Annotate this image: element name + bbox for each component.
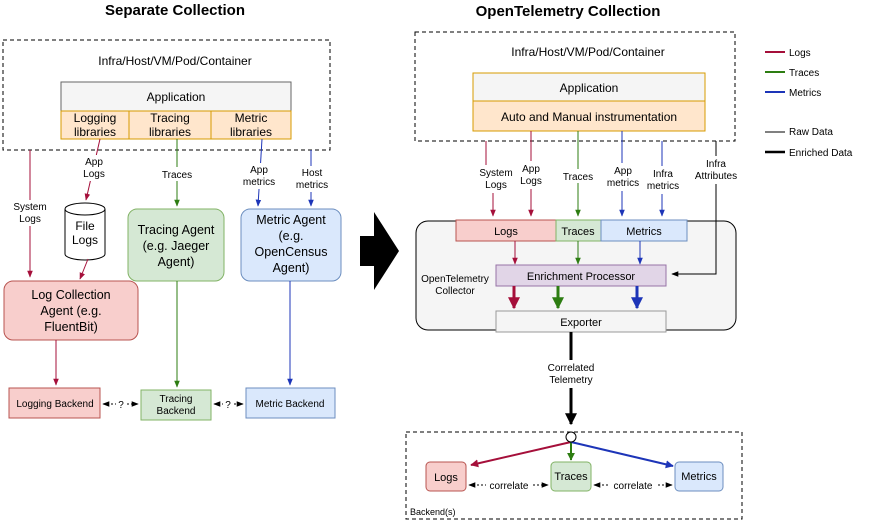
backend-metrics-label: Metrics bbox=[681, 471, 717, 483]
backend-traces-label: Traces bbox=[554, 471, 588, 483]
tracing-libraries-box bbox=[128, 110, 212, 140]
log-collection-agent bbox=[3, 280, 139, 341]
legend-logs-label: Logs bbox=[789, 48, 811, 59]
logging-backend bbox=[8, 387, 101, 419]
backend-traces bbox=[550, 461, 592, 492]
logging-libraries-box bbox=[60, 110, 130, 140]
left-title: Separate Collection bbox=[105, 2, 245, 19]
left-host-label: Infra/Host/VM/Pod/Container bbox=[98, 54, 251, 68]
fanout-node bbox=[565, 431, 577, 443]
traces-metrics-correlate-label: correlate bbox=[614, 481, 653, 492]
legend-metrics-label: Metrics bbox=[789, 88, 821, 99]
left-host-box bbox=[2, 39, 331, 151]
legend: Logs Traces Metrics Raw Data Enriched Da… bbox=[765, 48, 853, 159]
right-application-label: Application bbox=[560, 81, 619, 95]
backend-logs bbox=[425, 461, 467, 492]
to-metrics-backend-arrow bbox=[570, 441, 674, 469]
backends-label: Backend(s) bbox=[410, 507, 456, 517]
legend-enriched-label: Enriched Data bbox=[789, 148, 853, 159]
exporter-box bbox=[495, 310, 667, 333]
infra-attributes-arrow bbox=[671, 141, 717, 277]
logging-backend-label: Logging Backend bbox=[16, 399, 93, 410]
tracing-agent bbox=[127, 208, 225, 282]
backend-metrics bbox=[674, 461, 724, 492]
to-logs-backend-arrow bbox=[470, 441, 572, 468]
logs-traces-correlate-label: correlate bbox=[490, 481, 529, 492]
metric-backend bbox=[245, 387, 336, 419]
transition-arrow-icon bbox=[360, 212, 399, 290]
tracing-backend bbox=[140, 389, 212, 421]
traces-label: Traces bbox=[162, 170, 192, 181]
instrumentation-label: Auto and Manual instrumentation bbox=[501, 110, 677, 124]
enrichment-processor-label: Enrichment Processor bbox=[527, 271, 636, 283]
backend-logs-label: Logs bbox=[434, 472, 458, 484]
file-logs-arrow bbox=[79, 258, 89, 280]
left-application-label: Application bbox=[147, 90, 206, 104]
metric-backend-label: Metric Backend bbox=[256, 399, 325, 410]
file-logs-store bbox=[64, 202, 106, 261]
instrumentation-box bbox=[472, 100, 706, 132]
metric-libraries-box bbox=[210, 110, 292, 140]
right-traces-label: Traces bbox=[563, 172, 593, 183]
exporter-label: Exporter bbox=[560, 317, 602, 329]
metric-agent bbox=[240, 208, 342, 282]
receiver-traces-label: Traces bbox=[561, 226, 595, 238]
receiver-logs-label: Logs bbox=[494, 226, 518, 238]
right-host-label: Infra/Host/VM/Pod/Container bbox=[511, 45, 664, 59]
receiver-metrics-label: Metrics bbox=[626, 226, 662, 238]
right-title: OpenTelemetry Collection bbox=[476, 3, 661, 20]
right-host-box bbox=[414, 31, 736, 142]
tracing-metric-question: ? bbox=[225, 400, 231, 411]
legend-raw-label: Raw Data bbox=[789, 127, 833, 138]
receiver-metrics bbox=[600, 219, 688, 242]
enrichment-processor bbox=[495, 264, 667, 287]
logging-tracing-question: ? bbox=[118, 400, 124, 411]
legend-traces-label: Traces bbox=[789, 68, 819, 79]
backends-box bbox=[405, 431, 743, 520]
